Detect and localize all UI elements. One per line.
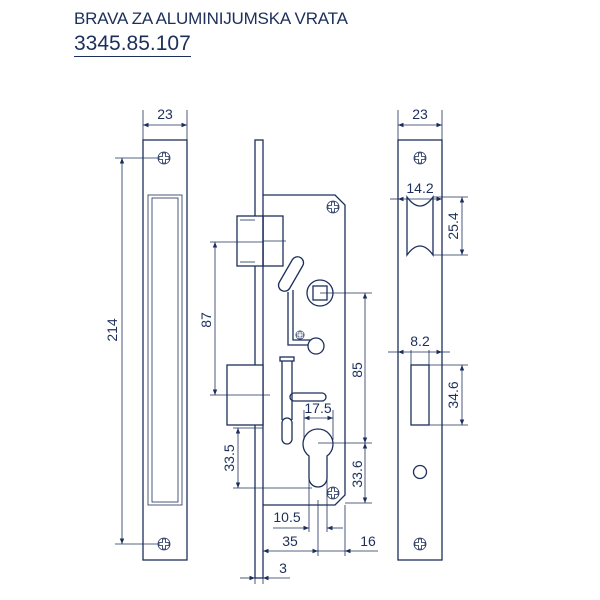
lock-body-view: 87 85 33.6 17.5 33.5 10.5 35 16 3	[198, 139, 378, 584]
dim-left-height: 214	[104, 318, 120, 342]
faceplate-outline	[397, 139, 443, 561]
screw-icon	[413, 151, 427, 165]
dim-faceplate-thickness: 3	[279, 560, 287, 576]
dim-cylinder-narrow: 10.5	[273, 509, 300, 525]
bolt-slot	[410, 364, 430, 426]
dim-cylinder-width: 17.5	[304, 400, 331, 416]
screw-icon	[413, 537, 427, 551]
dim-handle-backset: 87	[198, 312, 214, 328]
dim-backset: 35	[282, 533, 298, 549]
dim-handle-to-cylinder: 85	[349, 362, 365, 378]
screw-icon	[157, 537, 171, 551]
product-code: 3345.85.107	[74, 32, 191, 57]
round-hole	[412, 464, 428, 480]
cylinder-hole	[302, 428, 334, 488]
dim-cylinder-depth: 33.6	[349, 460, 365, 487]
lever	[277, 256, 305, 292]
dim-bolt-height: 34.6	[445, 381, 461, 408]
dim-rear: 16	[360, 533, 376, 549]
left-faceplate-view: 23 214	[104, 106, 188, 561]
screw-icon	[157, 151, 171, 165]
dim-left-width: 23	[157, 106, 173, 122]
lock-case	[263, 194, 346, 506]
dim-right-width: 23	[412, 106, 428, 122]
dim-latch-height: 25.4	[445, 212, 461, 239]
dim-bolt-width: 8.2	[410, 333, 430, 349]
latch	[236, 215, 264, 267]
dim-latch-width: 14.2	[406, 180, 433, 196]
front-plate	[254, 139, 264, 579]
drawing-title: BRAVA ZA ALUMINIJUMSKA VRATA	[74, 9, 348, 28]
dim-cylinder-top: 33.5	[221, 444, 237, 471]
latch-slot	[406, 194, 434, 258]
faceplate-outline	[142, 139, 188, 561]
faceplate-groove	[147, 194, 183, 506]
right-faceplate-view: 23 14.2 25.4 8.2 34.6	[388, 106, 468, 561]
